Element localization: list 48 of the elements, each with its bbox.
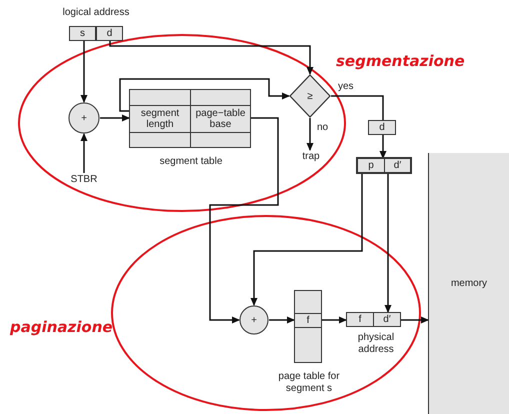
arrow (250, 173, 363, 306)
field-label: d (106, 28, 112, 39)
arrow (322, 316, 347, 324)
arrow (80, 133, 88, 173)
memory-block (428, 153, 509, 414)
field-label: page−table base (194, 108, 246, 130)
caption-text: page table for segment s (277, 371, 341, 395)
arrow (401, 316, 429, 324)
table-entry (294, 313, 322, 328)
section-title: segmentazione (336, 52, 465, 70)
caption-text: logical address (62, 7, 130, 19)
section-title: paginazione (10, 318, 113, 336)
field-label: f (358, 314, 362, 325)
arrow (384, 173, 392, 313)
field-label: d (379, 122, 385, 133)
field-label: d′ (383, 314, 391, 325)
trap-label: trap (298, 150, 324, 163)
memory-label: memory (450, 278, 488, 289)
arrow (109, 41, 314, 75)
field-label: segment length (140, 108, 180, 130)
field-label: s (80, 28, 85, 39)
field-label: d′ (394, 160, 402, 171)
address-field (69, 26, 96, 41)
arrow (119, 78, 290, 112)
address-field (96, 26, 123, 41)
arrow (80, 41, 88, 103)
plus-sign: + (81, 112, 87, 124)
arrow (209, 117, 279, 324)
address-field (373, 312, 401, 327)
caption-text: segment table (158, 156, 224, 168)
arrow (306, 118, 314, 151)
offset-field (368, 120, 396, 135)
edge-label: yes (337, 81, 355, 92)
field-label: p (368, 160, 374, 171)
address-field (384, 158, 411, 173)
register-label: STBR (66, 173, 102, 186)
plus-sign: + (251, 314, 257, 326)
table-entry (190, 105, 251, 133)
address-field (346, 312, 374, 327)
table-entry (129, 105, 191, 133)
comparison-symbol: ≥ (307, 90, 313, 102)
arrow (380, 135, 386, 159)
field-label: f (306, 315, 310, 326)
arrow (100, 114, 130, 122)
address-field (357, 158, 385, 173)
edge-label: no (316, 122, 330, 133)
caption-text: physical address (356, 332, 396, 356)
arrow (269, 316, 295, 324)
